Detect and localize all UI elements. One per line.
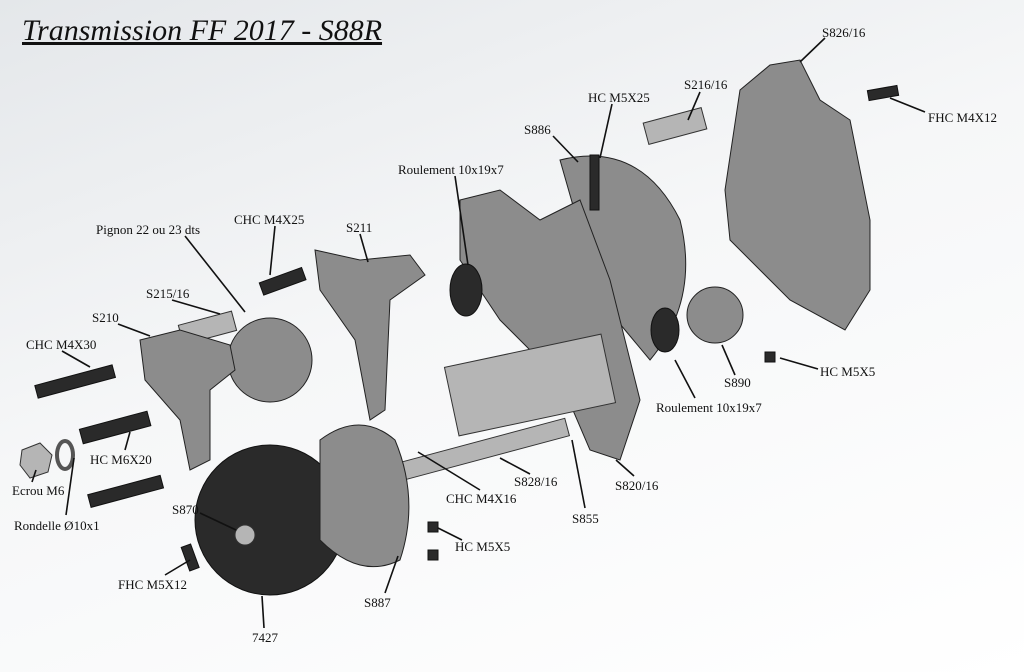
part-hc-m5x5-bottom-2 <box>427 549 439 561</box>
part-hc-m6x20 <box>78 410 152 445</box>
label-fhc-m5x12: FHC M5X12 <box>118 577 187 592</box>
leader-roulement-bottom <box>674 359 696 399</box>
label-hc-m6x20: HC M6X20 <box>90 452 152 467</box>
part-ecrou-m6 <box>19 442 53 479</box>
label-s210: S210 <box>92 310 119 325</box>
part-s855-tube <box>443 333 617 437</box>
label-hc-m5x5-right: HC M5X5 <box>820 364 875 379</box>
part-rondelle <box>55 439 75 471</box>
leader-s215 <box>171 299 221 315</box>
leader-fhc-m4x12 <box>889 97 926 113</box>
leader-hc-m5x5-bottom <box>437 527 463 541</box>
label-s826: S826/16 <box>822 25 866 40</box>
leader-pignon <box>184 235 246 313</box>
label-roulement-bottom: Roulement 10x19x7 <box>656 400 762 415</box>
part-s890-pinion <box>686 286 744 344</box>
leader-fhc-m5x12 <box>164 559 191 576</box>
leader-chc-m4x16 <box>417 451 481 491</box>
part-fhc-m5x12 <box>180 543 200 572</box>
leader-s211 <box>359 233 369 263</box>
leader-roulement-top <box>454 175 469 266</box>
label-fhc-m4x12: FHC M4X12 <box>928 110 997 125</box>
leader-s216 <box>687 91 701 121</box>
label-hc-m5x25: HC M5X25 <box>588 90 650 105</box>
leader-hc-m6x20 <box>124 431 131 451</box>
part-s216-spacer <box>642 106 708 146</box>
leader-s855 <box>571 439 586 509</box>
leader-s828 <box>499 457 531 475</box>
parts <box>19 59 900 596</box>
label-s870: S870 <box>172 502 199 517</box>
leader-s820 <box>615 459 635 477</box>
labels: S826/16 FHC M4X12 S216/16 HC M5X25 S886 … <box>12 25 997 645</box>
part-chc-m4x25 <box>258 266 307 296</box>
label-s216: S216/16 <box>684 77 728 92</box>
label-s855: S855 <box>572 511 599 526</box>
label-s828: S828/16 <box>514 474 558 489</box>
leader-chc-m4x30 <box>61 350 91 368</box>
part-bearing-bottom <box>650 307 680 353</box>
part-bolt-lower <box>87 474 165 508</box>
label-chc-m4x16: CHC M4X16 <box>446 491 517 506</box>
part-pignon-gear <box>227 317 313 403</box>
leader-s826 <box>799 37 826 63</box>
part-bearing-top <box>449 263 483 317</box>
part-fhc-m4x12 <box>866 84 900 102</box>
part-s887-hub <box>319 424 410 568</box>
part-s870-bearing <box>234 524 256 546</box>
leader-lines <box>31 37 926 629</box>
leader-s890 <box>721 344 736 376</box>
part-chc-m4x30 <box>34 364 117 399</box>
leader-s210 <box>117 323 151 337</box>
part-hc-m5x25 <box>589 154 600 211</box>
label-7427: 7427 <box>252 630 279 645</box>
leader-s886 <box>552 135 579 163</box>
leader-7427 <box>261 595 265 629</box>
leader-hc-m5x25 <box>599 103 613 159</box>
leader-s870 <box>199 512 237 531</box>
label-ecrou: Ecrou M6 <box>12 483 65 498</box>
label-chc-m4x30: CHC M4X30 <box>26 337 96 352</box>
label-s886: S886 <box>524 122 551 137</box>
leader-ecrou <box>31 469 37 483</box>
label-s820: S820/16 <box>615 478 659 493</box>
part-s826-plate <box>724 59 871 331</box>
leader-hc-m5x5-right <box>779 357 819 370</box>
part-s211-plate <box>314 249 426 421</box>
leader-rondelle <box>65 457 75 516</box>
label-s211: S211 <box>346 220 372 235</box>
diagram-title: Transmission FF 2017 - S88R <box>22 14 383 47</box>
label-hc-m5x5-bottom: HC M5X5 <box>455 539 510 554</box>
label-chc-m4x25: CHC M4X25 <box>234 212 304 227</box>
label-roulement-top: Roulement 10x19x7 <box>398 162 504 177</box>
part-hc-m5x5-right <box>764 351 776 363</box>
part-hc-m5x5-bottom <box>427 521 439 533</box>
label-s887: S887 <box>364 595 391 610</box>
leader-chc-m4x25 <box>269 225 276 276</box>
leader-s887 <box>384 555 399 594</box>
part-s210-plate <box>139 329 236 471</box>
label-s890: S890 <box>724 375 751 390</box>
label-pignon: Pignon 22 ou 23 dts <box>96 222 200 237</box>
label-rondelle: Rondelle Ø10x1 <box>14 518 100 533</box>
label-s215: S215/16 <box>146 286 190 301</box>
